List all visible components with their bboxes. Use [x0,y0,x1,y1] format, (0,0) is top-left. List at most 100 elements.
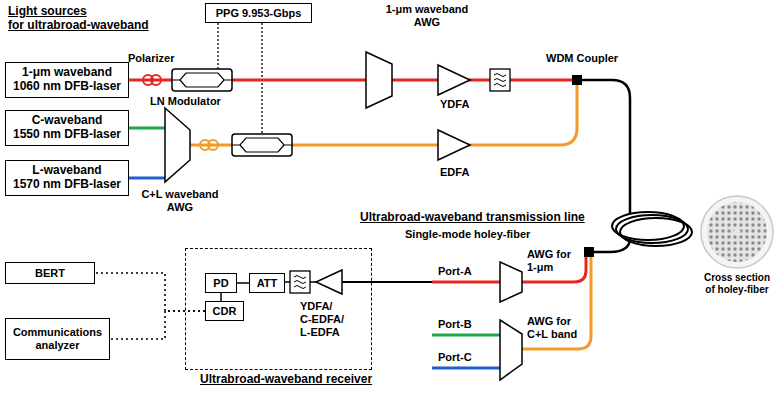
box-text: ATT [257,277,278,290]
text-line: WDM Coupler [546,52,618,65]
text-line: L-waveband [13,164,121,178]
section-heading: Light sources for ultrabroad-waveband [8,4,149,32]
fiber-l-band [125,177,165,180]
text-line: analyzer [13,339,102,352]
modulator-arms [232,138,292,152]
component-label: YDFA/ C-EDFA/ L-EDFA [300,300,344,339]
component-label: 1-μm waveband AWG [372,3,482,29]
text-line: C-waveband [13,114,121,128]
text-line: CDR [213,305,237,318]
fiber-coil [616,215,688,243]
text-line: 1-μm waveband [13,66,121,80]
text-line: 1570 nm DFB-laser [13,178,121,192]
text-line: 1-μm [527,261,571,274]
text-line: AWG [125,201,235,214]
drive-line [217,23,219,69]
component-label: C+L waveband AWG [125,188,235,214]
port-label: Port-A [438,265,472,278]
box-text: L-waveband 1570 nm DFB-laser [13,164,121,192]
text-line: Cross section [697,272,777,284]
text-line: 1-μm waveband [372,3,482,16]
box-text: PD [213,277,228,290]
holey-fiber [594,238,630,252]
text-line: EDFA [440,166,469,179]
component-label: YDFA [440,98,469,111]
fiber-c-band [432,334,500,337]
text-line: L-EDFA [300,326,344,339]
detector-box: PD [205,273,237,293]
filter-symbol [490,69,510,91]
receiver-group: Ultrabroad-waveband receiverPDATTCDR [185,248,372,370]
awg-symbol [500,320,522,380]
box-text: C-waveband 1550 nm DFB-laser [13,114,121,142]
coupler-symbol [584,247,594,257]
laser-box: 1-μm waveband 1060 nm DFB-laser [5,62,129,98]
text-line: YDFA/ [300,300,344,313]
holey-fiber [582,80,630,214]
modulator-body [172,69,232,91]
text-line: Communications [13,326,102,339]
box-text: BERT [35,267,65,280]
component-label: Polarizer [128,52,174,65]
polarizer-coil [151,75,161,85]
text-line: Ultrabroad-waveband receiver [200,373,372,387]
text-line: C+L band [527,328,577,341]
text-line: AWG for [527,315,577,328]
text-line: AWG [372,16,482,29]
text-line: Port-B [438,318,472,331]
text-line: C+L waveband [125,188,235,201]
coupler-symbol [572,75,582,85]
attenuator-box: ATT [249,273,285,293]
awg-symbol [165,108,190,182]
filter-symbol [290,271,310,293]
text-line: Ultrabroad-waveband transmission line [360,210,585,224]
box-text: PPG 9.953-Gbps [216,7,302,20]
control-link [95,273,205,311]
text-line: Polarizer [128,52,174,65]
fiber-holes [707,202,767,262]
text-line: LN Modulator [150,95,221,108]
group-title: Ultrabroad-waveband receiver [200,373,372,387]
fiber-label: Single-mode holey-fiber [405,228,530,241]
text-line: Light sources [8,4,149,18]
text-line: Single-mode holey-fiber [405,228,530,241]
text-line: 1060 nm DFB-laser [13,80,121,94]
fiber-l-band [432,367,500,370]
modulator-arms [172,73,232,87]
text-line: of holey-fiber [697,284,777,296]
text-line: PD [213,277,228,290]
component-label: AWG for C+L band [527,315,577,341]
text-line: BERT [35,267,65,280]
fiber-c-band [125,127,165,130]
amplifier-symbol [438,65,470,95]
figure-caption: Cross section of holey-fiber [697,272,777,296]
receiver-input [342,281,432,283]
text-line: YDFA [440,98,469,111]
text-line: 1550 nm DFB-laser [13,128,121,142]
text-line: C-EDFA/ [300,313,344,326]
signal-link [237,282,249,284]
text-line: PPG 9.953-Gbps [216,7,302,20]
component-label: WDM Coupler [546,52,618,65]
control-link [110,311,205,339]
amplifier-symbol [316,270,342,294]
port-label: Port-B [438,318,472,331]
section-heading: Ultrabroad-waveband transmission line [360,210,585,224]
awg-symbol [500,262,522,302]
text-line: for ultrabroad-waveband [8,18,149,32]
fiber-cl-band [522,257,591,349]
fiber-core [734,229,741,236]
polarizer-coil [208,140,218,150]
signal-link [220,293,222,301]
clock-recovery-box: CDR [205,301,244,321]
box-text: CDR [213,305,237,318]
laser-box: C-waveband 1550 nm DFB-laser [5,110,129,146]
text-line: Port-A [438,265,472,278]
component-label: AWG for 1-μm [527,248,571,274]
fiber-cross-section [701,196,773,268]
instrument-box: Communications analyzer [5,318,110,360]
instrument-box: BERT [5,262,95,284]
text-line: ATT [257,277,278,290]
awg-symbol [366,52,392,108]
component-label: LN Modulator [150,95,221,108]
